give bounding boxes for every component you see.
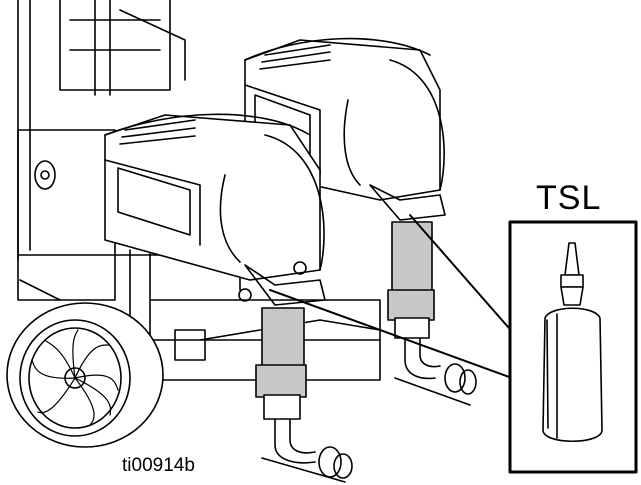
callout-leaders bbox=[269, 214, 516, 379]
cart-frame bbox=[17, 0, 381, 381]
figure-id: ti00914b bbox=[122, 455, 195, 476]
rear-pump-lower bbox=[387, 221, 477, 406]
callout-label-tsl: TSL bbox=[536, 179, 602, 217]
wheel bbox=[6, 302, 164, 448]
tsl-bottle-icon bbox=[542, 242, 603, 443]
front-motor-unit bbox=[104, 113, 326, 306]
wheel-spokes bbox=[31, 329, 119, 426]
front-pump-lower bbox=[255, 307, 353, 483]
